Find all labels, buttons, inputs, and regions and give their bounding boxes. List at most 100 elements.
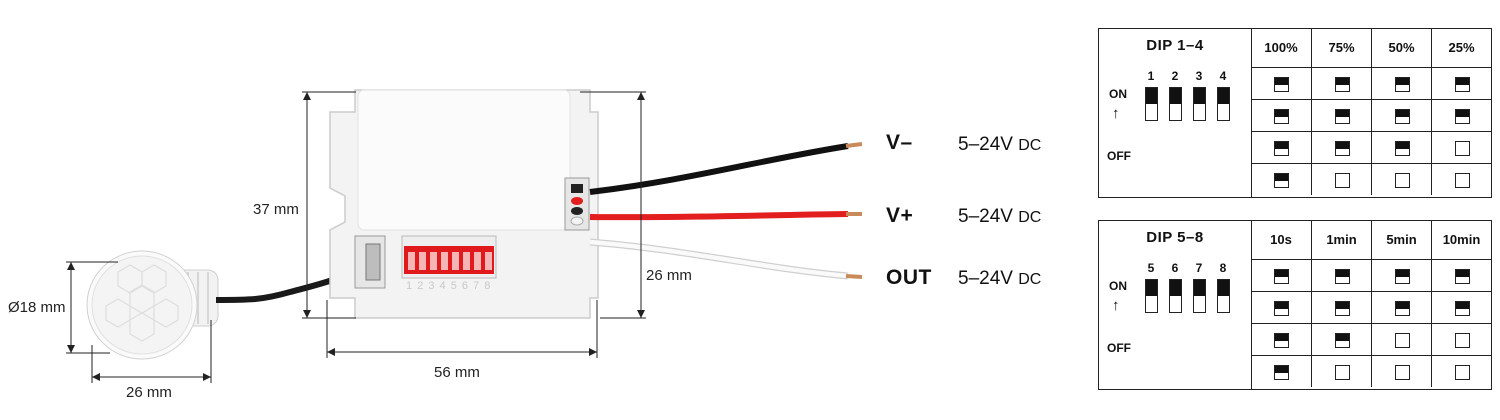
dip-switch-number: 8: [1219, 261, 1227, 275]
dip-setting-grid: 10s 1min 5min 10min: [1251, 221, 1491, 389]
dip-state-box: [1394, 332, 1410, 348]
dip-state-box: [1334, 332, 1350, 348]
dip-state-box: [1454, 268, 1470, 284]
dip-cell: [1371, 259, 1431, 291]
dip-switch-glyph: [1169, 279, 1182, 313]
voltage-value: 5–24V: [958, 134, 1013, 155]
dip-cell: [1251, 67, 1311, 99]
dip-state-box: [1274, 140, 1289, 156]
arrow-up-icon: ↑: [1112, 105, 1120, 122]
dip-state-box: [1274, 268, 1289, 284]
dip-cell: [1251, 323, 1311, 355]
dip-state-box: [1274, 172, 1289, 188]
dip-cell: [1311, 99, 1371, 131]
dip-state-box: [1394, 76, 1410, 92]
voltage-value: 5–24V: [958, 268, 1013, 289]
dip-table-1-4: DIP 1–4 1 2 3 4 ON ↑ OFF 100% 75% 50% 25…: [1098, 28, 1492, 198]
dip-switch-legend: DIP 1–4 1 2 3 4 ON ↑ OFF: [1099, 29, 1252, 197]
dip-switch-number: 7: [1195, 261, 1203, 275]
dip-state-box: [1394, 108, 1410, 124]
dip-cell: [1431, 163, 1491, 195]
dip-cell: [1251, 291, 1311, 323]
dip-on-label: ON: [1109, 87, 1127, 101]
dip-cell: [1371, 163, 1431, 195]
dip-state-box: [1394, 172, 1410, 188]
dip-cell: [1431, 99, 1491, 131]
dip-state-box: [1454, 172, 1470, 188]
pir-sensor-head: [86, 250, 219, 360]
dip-cell: [1371, 67, 1431, 99]
dip-switch-number: 1: [1147, 69, 1155, 83]
dip-state-box: [1394, 364, 1410, 380]
column-header: 50%: [1371, 29, 1431, 67]
dip-state-box: [1394, 300, 1410, 316]
dip-cell: [1251, 99, 1311, 131]
dip-cell: [1311, 259, 1371, 291]
dim-sensor-width-label: 26 mm: [126, 384, 172, 401]
dip-state-box: [1454, 332, 1470, 348]
wire-v-minus: [589, 143, 849, 195]
dip-setting-grid: 100% 75% 50% 25%: [1251, 29, 1491, 197]
dip-state-box: [1274, 332, 1289, 348]
dip-state-box: [1454, 364, 1470, 380]
dip-switch-glyph: [1145, 279, 1158, 313]
dip-cell: [1431, 355, 1491, 387]
dip-state-box: [1334, 364, 1350, 380]
dip-cell: [1251, 355, 1311, 387]
dip-table-title: DIP 1–4: [1146, 37, 1204, 54]
dip-cell: [1431, 67, 1491, 99]
dip-switch-glyph: [1169, 87, 1182, 121]
dip-state-box: [1454, 76, 1470, 92]
column-header: 10s: [1270, 232, 1292, 247]
dip-cell: [1371, 131, 1431, 163]
dip-cell: [1251, 259, 1311, 291]
voltage-value: 5–24V: [958, 206, 1013, 227]
column-header: 5min: [1371, 221, 1431, 259]
dip-state-box: [1454, 300, 1470, 316]
dip-off-label: OFF: [1107, 149, 1131, 163]
dip-state-box: [1274, 108, 1289, 124]
voltage-unit: DC: [1018, 137, 1042, 154]
dip-state-box: [1454, 108, 1470, 124]
board-switch-numbers: 1 2 3 4 5 6 7 8: [406, 280, 491, 292]
dip-cell: [1431, 291, 1491, 323]
wire-label-v-minus: V–: [886, 131, 913, 154]
dip-cell: [1311, 323, 1371, 355]
dip-switch-number: 3: [1195, 69, 1203, 83]
voltage-unit: DC: [1018, 271, 1042, 288]
dip-cell: [1251, 163, 1311, 195]
dip-off-label: OFF: [1107, 341, 1131, 355]
dip-cell: [1311, 131, 1371, 163]
dip-state-box: [1274, 76, 1289, 92]
dip-switch-number: 5: [1147, 261, 1155, 275]
dip-state-box: [1274, 364, 1289, 380]
dim-depth-label: 26 mm: [646, 267, 692, 284]
dip-cell: [1371, 323, 1431, 355]
column-header: 100%: [1264, 40, 1298, 55]
dip-switch-glyph: [1193, 279, 1206, 313]
dip-cell: [1251, 131, 1311, 163]
wire-label-out: OUT: [886, 266, 932, 289]
dip-switch-glyph: [1217, 279, 1230, 313]
dip-cell: [1431, 323, 1491, 355]
dip-switch-glyph: [1145, 87, 1158, 121]
dip-state-box: [1334, 172, 1350, 188]
dip-state-box: [1334, 76, 1350, 92]
dip-switch-glyph: [1217, 87, 1230, 121]
dip-switch-number: 6: [1171, 261, 1179, 275]
dip-on-label: ON: [1109, 279, 1127, 293]
module-housing: 1 2 3 4 5 6 7 8: [329, 89, 599, 319]
wire-voltage-v-plus: 5–24V DC: [958, 206, 1041, 228]
dip-cell: [1311, 163, 1371, 195]
dip-switch-legend: DIP 5–8 5 6 7 8 ON ↑ OFF: [1099, 221, 1252, 389]
wire-voltage-out: 5–24V DC: [958, 268, 1041, 290]
wire-v-plus: [589, 211, 849, 221]
dip-cell: [1431, 259, 1491, 291]
dip-cell: [1311, 67, 1371, 99]
wire-bundle: [589, 142, 863, 280]
dip-cell: [1431, 131, 1491, 163]
dip-cell: [1371, 355, 1431, 387]
dip-cell: [1371, 291, 1431, 323]
column-header: 10min: [1431, 221, 1491, 259]
